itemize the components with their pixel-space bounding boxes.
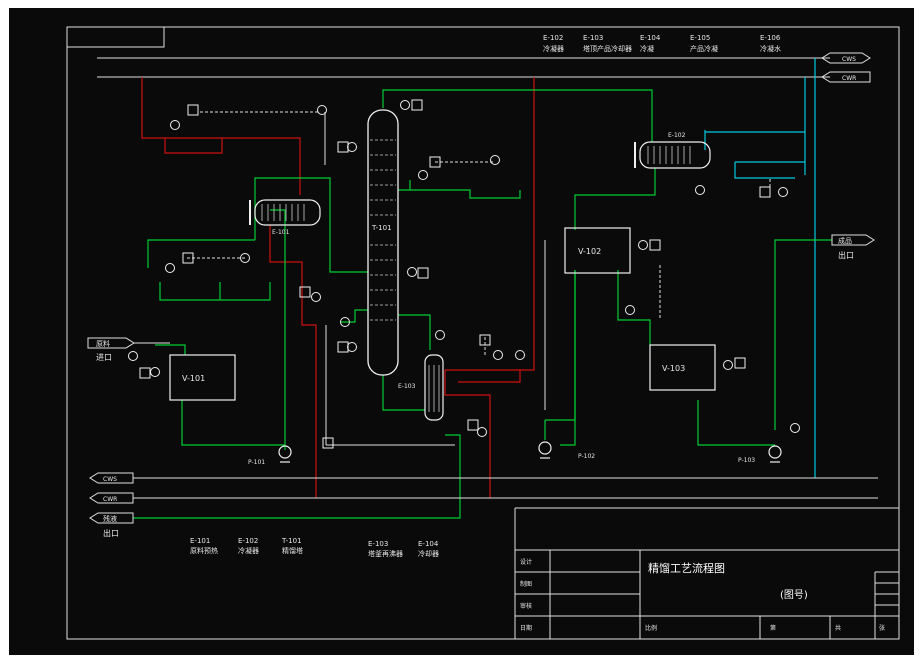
title-block [514, 507, 900, 640]
pumps [278, 441, 782, 463]
product-out-label2: 出口 [838, 250, 854, 260]
reboiler-e103: E-103 [398, 354, 444, 421]
bottom-legend: E-101 原料预热 E-102 冷凝器 T-101 精馏塔 E-103 塔釜再… [190, 537, 439, 558]
e102-label: E-102 [668, 132, 686, 139]
legend-code: E-104 [418, 540, 439, 548]
scale-label: 比例 [645, 624, 657, 632]
top-legend: E-102 冷凝器 E-103 塔顶产品冷却器 E-104 冷凝 E-105 产… [543, 34, 781, 53]
drawing-background [9, 8, 914, 655]
cooling-water-lines [704, 58, 816, 478]
auxiliary-lines [133, 111, 878, 499]
left-utility-tags: CWS CWR 残液 出口 [89, 472, 134, 538]
tank-v102: V-102 [564, 227, 631, 274]
cwr-left-label: CWR [103, 496, 117, 503]
residue-left-label: 残液 [103, 514, 117, 523]
v102-label: V-102 [578, 247, 601, 256]
cws-top-label: CWS [842, 56, 856, 63]
column-t101: T-101 [367, 109, 399, 376]
title-row-design: 设计 [520, 558, 532, 566]
residue-out-label: 出口 [103, 528, 119, 538]
cwr-top-label: CWR [842, 75, 856, 82]
drawing-title: 精馏工艺流程图 [648, 561, 725, 575]
legend-code: E-103 [368, 540, 388, 548]
title-row-check: 审核 [520, 602, 532, 610]
legend-label: 冷凝水 [760, 44, 781, 53]
legend-code: E-101 [190, 537, 210, 545]
title-row-date: 日期 [520, 624, 532, 632]
feed-inlet: 原料 进口 [87, 337, 170, 362]
instruments [128, 99, 800, 449]
legend-label: 原料预热 [190, 546, 218, 555]
process-lines [133, 89, 832, 519]
legend-label: 产品冷凝 [690, 44, 718, 53]
legend-code: E-106 [760, 34, 781, 42]
feed-in-label: 原料 [96, 339, 110, 348]
exchanger-e102: E-102 [634, 132, 711, 169]
cws-top-tag [821, 52, 871, 64]
product-out-label: 成品 [838, 236, 852, 245]
e103-label: E-103 [398, 383, 416, 390]
legend-code: T-101 [281, 537, 302, 545]
legend-code: E-104 [640, 34, 661, 42]
title-row-drawn: 制图 [520, 580, 532, 588]
steam-lines [141, 77, 535, 498]
legend-label: 冷却器 [418, 549, 439, 558]
cwr-top-tag [821, 71, 871, 83]
legend-code: E-102 [543, 34, 563, 42]
product-outlet: 成品 出口 [831, 234, 875, 260]
legend-code: E-105 [690, 34, 710, 42]
tank-v103: V-103 [649, 344, 716, 391]
sheet-label: 第 [770, 624, 776, 632]
cws-left-label: CWS [103, 476, 117, 483]
page-label: 张 [879, 624, 885, 632]
legend-label: 塔釜再沸器 [368, 549, 403, 558]
legend-label: 冷凝 [640, 44, 654, 53]
v103-label: V-103 [662, 364, 685, 373]
p101-label: P-101 [248, 459, 265, 466]
v101-label: V-101 [182, 374, 205, 383]
legend-code: E-103 [583, 34, 603, 42]
exchanger-e101: E-101 [249, 199, 321, 236]
drawing-number: (图号) [780, 589, 808, 601]
of-label: 共 [835, 624, 841, 632]
corner-box [66, 26, 165, 48]
legend-code: E-102 [238, 537, 258, 545]
legend-label: 精馏塔 [282, 546, 303, 555]
legend-label: 冷凝器 [543, 44, 564, 53]
legend-label: 塔顶产品冷却器 [583, 44, 632, 53]
drawing-frame [66, 26, 900, 640]
p103-label: P-103 [738, 457, 755, 464]
tank-v101: V-101 [169, 354, 236, 401]
t101-label: T-101 [371, 224, 392, 232]
legend-label: 冷凝器 [238, 546, 259, 555]
p102-label: P-102 [578, 453, 595, 460]
feed-in-label2: 进口 [96, 353, 112, 362]
e101-label: E-101 [272, 229, 290, 236]
